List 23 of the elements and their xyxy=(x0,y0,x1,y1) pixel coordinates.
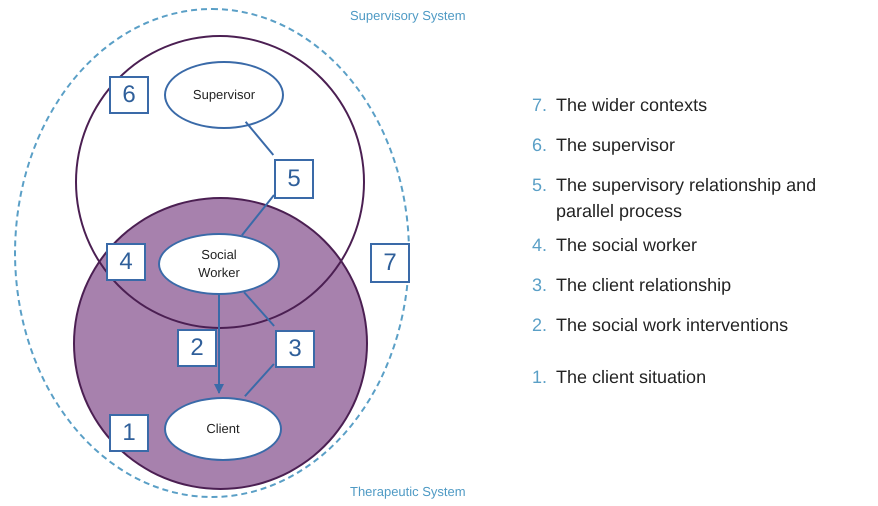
list-item: 4. The social worker xyxy=(532,234,698,257)
callout-number: 2 xyxy=(177,329,217,367)
callout-number: 3 xyxy=(275,330,315,368)
system-label: Supervisory System xyxy=(350,8,466,23)
list-item: 7. The wider contexts xyxy=(532,94,708,117)
callout-number: 6 xyxy=(109,76,149,114)
list-item: 6. The supervisor xyxy=(532,134,676,157)
role-ellipse: Client xyxy=(164,397,282,461)
list-item: 5. The supervisory relationship and parallel process xyxy=(532,174,818,223)
callout-number: 1 xyxy=(109,414,149,452)
arrow xyxy=(214,295,224,394)
list-item: 2. The social work interventions xyxy=(532,314,790,337)
callout-number: 4 xyxy=(106,243,146,281)
system-label: Therapeutic System xyxy=(350,484,466,499)
role-ellipse: Supervisor xyxy=(164,61,284,129)
connector-line xyxy=(244,121,274,156)
list-item: 1. The client situation xyxy=(532,366,708,389)
connector-line xyxy=(244,363,275,397)
connector-line xyxy=(241,194,275,236)
callout-number: 7 xyxy=(370,243,410,283)
callout-number: 5 xyxy=(274,159,314,199)
connector-line xyxy=(243,292,275,327)
list-item: 3. The client relationship xyxy=(532,274,732,297)
